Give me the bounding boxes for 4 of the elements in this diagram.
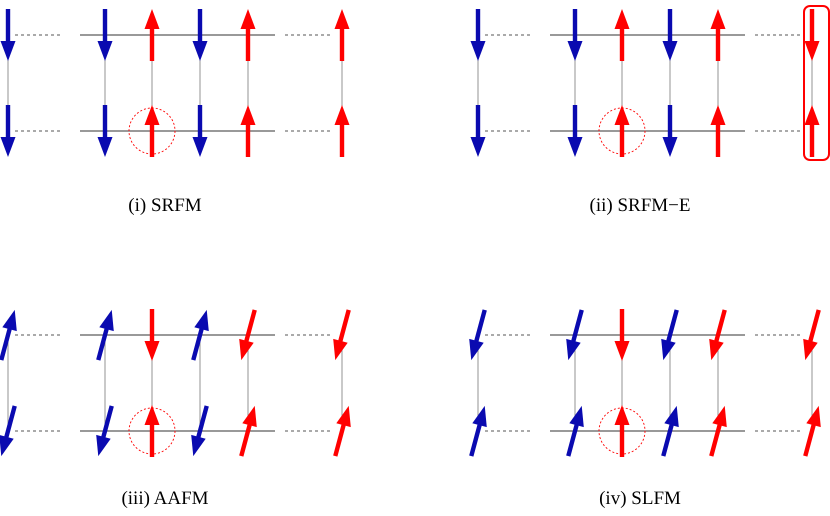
- panel-caption: (iii) AAFM: [121, 488, 209, 510]
- panel-caption: (i) SRFM: [128, 195, 202, 217]
- panel-caption: (iv) SLFM: [599, 488, 681, 510]
- panel-caption: (ii) SRFM−E: [590, 195, 690, 217]
